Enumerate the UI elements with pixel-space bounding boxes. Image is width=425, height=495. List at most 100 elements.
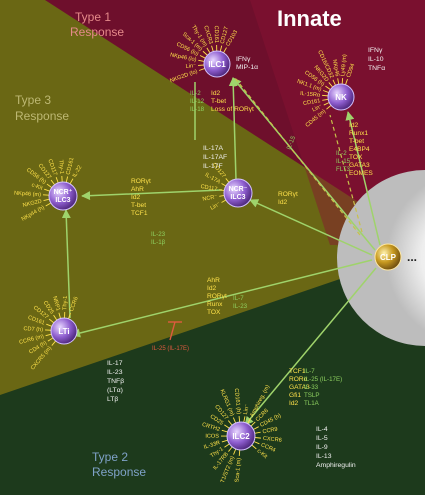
ncr-neg-tf-left-4: T-bet [131, 202, 146, 209]
ncr_pos_ilc3-marker-label: NKp46 (m) [14, 191, 41, 199]
ilc2-marker-spoke [221, 439, 228, 443]
nk-cell [327, 83, 355, 111]
ilc2-marker-spoke [243, 416, 246, 423]
ncr-neg-cytokine-3: IL-17F [203, 163, 223, 170]
ilc1-tf-3: Loss of RORγt [211, 106, 254, 113]
nk-marker-label: CD94 [346, 63, 357, 79]
ilc2-marker-label: IL-33R [203, 440, 221, 451]
clp-ellipsis: ... [407, 250, 417, 264]
ncr-neg-tf-left-2: AhR [131, 186, 144, 193]
nk-marker-label: Lin⁻ [311, 104, 323, 114]
ilc2-marker-label: CD161 (h) [233, 388, 241, 414]
ncr_pos_ilc3-marker-spoke [65, 176, 69, 183]
clp-label: CLP [380, 253, 397, 262]
nk-inducer-1: IL-2 [336, 150, 347, 157]
nk-tf-7: EOMES [349, 170, 373, 177]
lti-marker-spoke [53, 314, 58, 321]
ilc2-marker-spoke [238, 416, 241, 423]
ilc2-inducer-4: TSLP [304, 392, 319, 399]
ncr-neg-ilc3-label-1: NCR⁻ [229, 186, 248, 193]
ilc2-marker-spoke [253, 426, 259, 430]
lineage-arrows [61, 77, 381, 426]
type2-label-line1: Type 2 [92, 450, 128, 464]
ilc2-marker-spoke [228, 446, 233, 452]
ncr_neg_ilc3-marker-label: Lin⁻ [210, 201, 222, 211]
ilc2-marker-spoke [254, 437, 261, 439]
ilc2-cell [226, 421, 256, 451]
arrow-ncr-neg-to-ncr-pos [81, 189, 223, 201]
ncr_neg_ilc3-marker-label: CD117 [200, 184, 218, 193]
lti-marker-spoke [68, 312, 71, 319]
lti-cytokine-4: (LTα) [107, 387, 123, 394]
ilc2-marker-spoke [250, 421, 256, 427]
nk-marker-label: Ly49 (m) [340, 54, 348, 76]
ilc2-marker-spoke [224, 443, 230, 448]
lti-marker-label: Thy-1 [62, 296, 69, 311]
ilc1-marker-spoke [202, 50, 208, 56]
ilc2-marker-spoke [232, 417, 237, 424]
ncr-pos-ilc3-cell [48, 181, 78, 211]
ncr_pos_ilc3-marker-spoke [43, 198, 50, 202]
ncr_neg_ilc3-marker-spoke [225, 178, 230, 183]
nk-label: NK [335, 93, 347, 102]
type1-label-line2: Response [70, 25, 124, 39]
ilc2-marker-label: Sca-1 (m) [234, 458, 242, 483]
ncr_pos_ilc3-marker-spoke [46, 183, 53, 189]
ilc2-inducer-5: TL1A [304, 400, 320, 407]
ilc2-marker-label: CCR9 [262, 427, 278, 436]
ncr-neg-cytokine-2: IL-17AF [203, 154, 227, 161]
arrow-clp-to-lti [71, 259, 373, 338]
ncr_pos_ilc3-marker-spoke [50, 179, 56, 186]
arrow-ilc3-to-ilc1 [228, 77, 238, 181]
arrow-clp-to-ncr-neg-ilc3 [249, 199, 373, 256]
ncr-neg-tf-right-2: Id2 [278, 199, 287, 206]
ncr_neg_ilc3-marker-label: NCR⁻ [202, 194, 218, 203]
dashed-link-ilc1 [234, 77, 361, 236]
ilc2-cytokine-5: Amphiregulin [316, 462, 356, 469]
lti-tf-2: Id2 [207, 285, 216, 292]
nk-marker-spoke [326, 105, 332, 110]
ilc1-marker-spoke [223, 47, 227, 53]
ilc1-marker-spoke [211, 45, 214, 52]
ncr-neg-tf-right-1: RORγt [278, 191, 298, 198]
ilc2-cytokine-3: IL-9 [316, 444, 328, 451]
ilc1-inducer-2: IL-12 [190, 98, 205, 105]
lti-marker-spoke [51, 340, 56, 346]
ncr-neg-ilc3-cell [223, 178, 253, 208]
lti-marker-spoke [45, 333, 52, 337]
ilc1-tf-1: Id2 [211, 90, 220, 97]
ilc1-marker-spoke [198, 68, 205, 71]
nk-marker-spoke [322, 90, 329, 93]
lti-marker-label: CD7 (h) [23, 326, 43, 333]
ilc2-marker-spoke [251, 444, 257, 450]
ncr-pos-ilc3-label-1: NCR⁺ [54, 188, 73, 196]
ilc1-marker-spoke [199, 55, 206, 59]
ilc1-cytokine-2: MIP-1α [236, 64, 258, 71]
ncr-neg-inducer-1: IL-23 [151, 231, 166, 238]
ilc2-marker-spoke [233, 448, 237, 455]
nk-marker-spoke [322, 98, 329, 101]
ilc1-label: ILC1 [208, 60, 226, 69]
lti-cell [50, 317, 78, 345]
ilc2-inducer-3: IL-33 [304, 384, 319, 391]
lti-tf-5: TOX [207, 309, 221, 316]
lti-cytokine-2: IL-23 [107, 369, 123, 376]
ilc2-marker-spoke [221, 429, 228, 433]
nk-cytokine-2: IL-10 [368, 56, 384, 63]
lti-marker-spoke [46, 323, 53, 327]
ilc2-marker-spoke [253, 441, 260, 445]
nk-tf-2: Runx1 [349, 130, 368, 137]
ncr_pos_ilc3-marker-spoke [45, 202, 52, 207]
ilc2-marker-spoke [224, 424, 230, 429]
ilc1-marker-label: NKp46 (lo) [169, 52, 197, 63]
ilc1-inducer-3: IL-18 [190, 106, 205, 113]
ncr_pos_ilc3-marker-label: NKG2D [22, 199, 42, 209]
ncr_neg_ilc3-marker-spoke [219, 189, 225, 192]
ilc2-label: ILC2 [232, 432, 250, 441]
nk-marker-spoke [322, 94, 329, 97]
ilc1-marker-spoke [198, 59, 205, 62]
lti-marker-label: CCR6 [69, 296, 80, 312]
ncr_neg_ilc3-marker-spoke [219, 194, 225, 197]
